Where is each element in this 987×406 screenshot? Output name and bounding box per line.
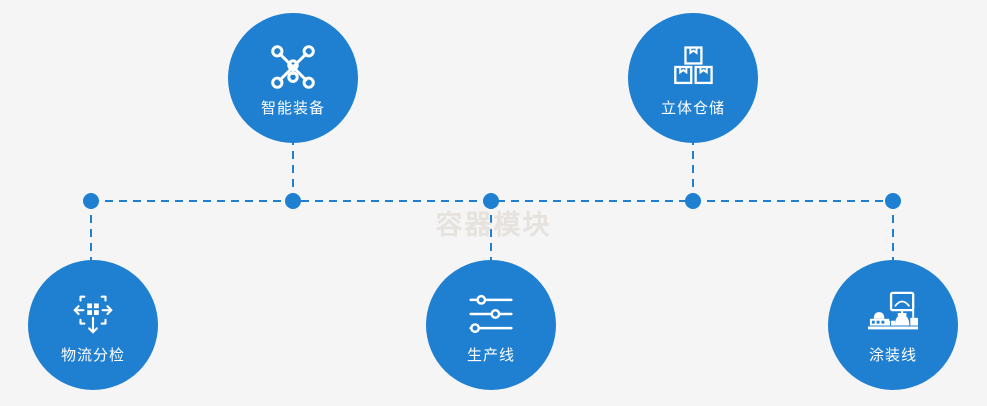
sorting-arrows-icon xyxy=(65,288,121,340)
network-nodes-icon xyxy=(265,41,321,93)
junction-dot-5 xyxy=(885,193,901,209)
node-intelligent-equipment[interactable]: 智能装备 xyxy=(228,13,358,143)
node-label-intelligent-equipment: 智能装备 xyxy=(260,98,325,117)
node-painting-line[interactable]: 涂装线 xyxy=(828,260,958,390)
node-production-line[interactable]: 生产线 xyxy=(426,260,556,390)
sliders-icon xyxy=(463,288,519,340)
node-label-painting-line: 涂装线 xyxy=(868,345,917,364)
factory-monitor-icon xyxy=(865,288,921,340)
node-stereoscopic-warehouse[interactable]: 立体仓储 xyxy=(628,13,758,143)
node-label-logistics-sorting: 物流分检 xyxy=(60,345,125,364)
junction-dot-2 xyxy=(285,193,301,209)
node-logistics-sorting[interactable]: 物流分检 xyxy=(28,260,158,390)
node-label-stereoscopic-warehouse: 立体仓储 xyxy=(660,98,725,117)
node-label-production-line: 生产线 xyxy=(466,345,515,364)
stacked-boxes-icon xyxy=(665,41,721,93)
junction-dot-4 xyxy=(685,193,701,209)
junction-dot-1 xyxy=(83,193,99,209)
junction-dot-3 xyxy=(483,193,499,209)
